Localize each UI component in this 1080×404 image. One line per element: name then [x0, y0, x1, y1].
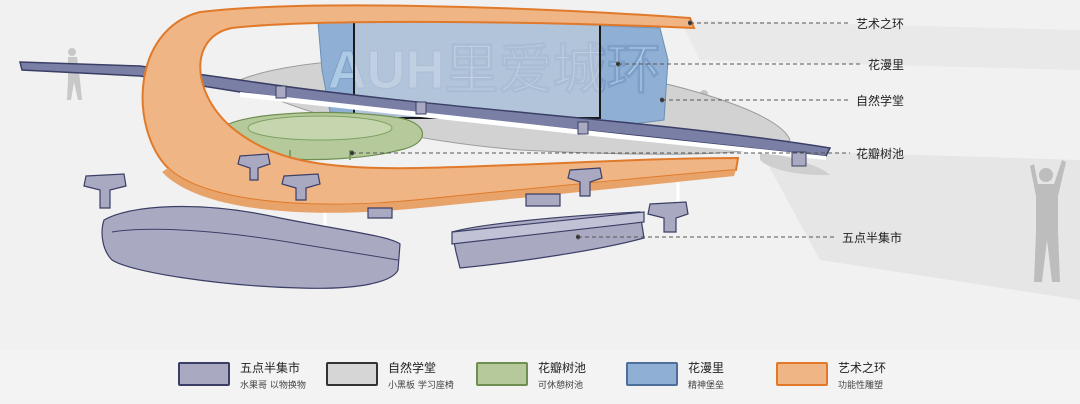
legend-subtitle: 精神堡垒: [688, 381, 725, 391]
legend-subtitle: 可休憩树池: [538, 381, 584, 391]
legend-swatch-nature-hall: [326, 362, 378, 386]
market-seating: [83, 153, 689, 289]
legend-swatch-flower-lane: [626, 362, 678, 386]
callout-petal-pool: 花瓣树池: [856, 147, 905, 161]
legend-swatch-market: [178, 362, 230, 386]
ground-band: [680, 20, 1080, 70]
callout-leaders: [349, 20, 862, 240]
legend-subtitle: 小黑板 学习座椅: [388, 381, 454, 391]
callout-market: 五点半集市: [842, 231, 903, 245]
ground-shadow-right: [760, 150, 1080, 300]
person-figure-right: [1030, 160, 1066, 282]
callout-art-ring: 艺术之环: [856, 17, 905, 31]
callout-nature-hall: 自然学堂: [856, 94, 905, 108]
legend-subtitle: 功能性雕塑: [838, 381, 884, 391]
legend-title: 花瓣树池: [538, 361, 587, 375]
legend-title: 自然学堂: [388, 361, 437, 375]
legend-title: 花漫里: [688, 361, 725, 375]
legend-swatch-art-ring: [776, 362, 828, 386]
legend-title: 艺术之环: [838, 361, 887, 375]
legend-title: 五点半集市: [240, 361, 301, 375]
callout-flower-lane: 花漫里: [868, 58, 905, 72]
legend: 五点半集市 水果哥 以物换物 自然学堂 小黑板 学习座椅 花瓣树池 可休憩树池 …: [0, 350, 1080, 404]
site-illustration: AUH里爱城环: [19, 4, 1080, 300]
legend-subtitle: 水果哥 以物换物: [240, 381, 306, 391]
legend-swatch-petal-pool: [476, 362, 528, 386]
art-ring-sculpture: [141, 4, 740, 213]
navy-walkway: [19, 61, 832, 167]
